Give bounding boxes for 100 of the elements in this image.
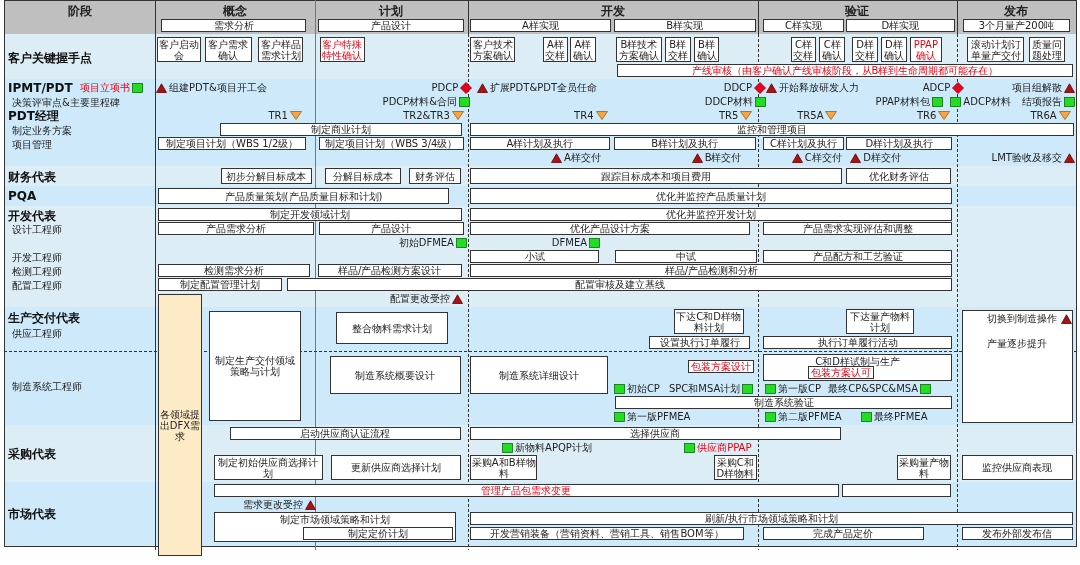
task-label: 管理产品包需求变更 <box>481 485 572 496</box>
milestone-label: PDCP <box>431 82 459 93</box>
task-bar <box>470 188 953 204</box>
task-label: 产品设计 <box>371 223 412 234</box>
task-label: 制造系统详细设计 <box>498 369 579 381</box>
task-label: B样技术方案确认 <box>617 38 660 61</box>
milestone-label: 第一版PFMEA <box>626 411 691 422</box>
requirement-column-bar <box>158 294 202 556</box>
role-label: 检测工程师 <box>12 265 62 279</box>
task-bar <box>470 168 842 184</box>
milestone-label: 初始CP <box>626 383 660 394</box>
milestone-label: 新物料APQP计划 <box>515 442 592 453</box>
task-label: 产线审核（由客户确认产线审核阶段，从B样到生命周期都可能存在） <box>691 65 999 76</box>
task-bar <box>161 19 307 32</box>
task-label: 优化财务评估 <box>868 170 929 182</box>
milestone-label: DDCP材料 <box>704 96 754 107</box>
task-label: 整合物料需求计划 <box>351 322 432 334</box>
task-label: 客户技术方案确认 <box>471 38 514 61</box>
task-label: C样确认 <box>821 38 844 61</box>
task-bar <box>158 222 314 235</box>
task-bar <box>470 137 610 150</box>
task-label: 刷新/执行市场领域策略和计划 <box>704 513 839 524</box>
lane-heading: 生产交付代表 <box>8 310 80 327</box>
lane-heading: 客户关键握手点 <box>8 50 92 67</box>
task-label: 检测需求分析 <box>204 265 265 276</box>
task-bar <box>158 188 449 204</box>
task-label: 优化产品设计方案 <box>570 223 651 234</box>
milestone-label: 开始释放研发人力 <box>779 82 860 93</box>
task-label: 小试 <box>524 251 545 262</box>
role-label: 决策评审点&主要里程碑 <box>12 96 120 110</box>
task-bar <box>470 512 1073 525</box>
task-label: A样实现 <box>522 20 559 31</box>
task-bar <box>762 250 953 263</box>
task-label: 监控和管理项目 <box>737 124 807 135</box>
milestone-label: TR6A <box>1030 110 1057 121</box>
milestone-label: 项目组解散 <box>1011 82 1062 93</box>
milestone-label: TR1 <box>268 110 288 121</box>
phase-heading: 发布 <box>1003 3 1030 20</box>
milestone-label: D样交付 <box>863 152 901 163</box>
milestone-label: 最终PFMEA <box>873 411 928 422</box>
milestone-label: A样交付 <box>564 152 601 163</box>
milestone-label: PPAP材料包 <box>875 96 930 107</box>
task-label: 分解目标成本 <box>333 170 394 182</box>
lane-heading: PQA <box>8 189 37 203</box>
task-bar <box>846 19 955 32</box>
task-bar <box>209 311 301 421</box>
task-label: 财务评估 <box>415 170 455 182</box>
task-bar <box>762 336 953 349</box>
task-bar <box>846 137 953 150</box>
task-label: 产品配方和工艺验证 <box>812 251 903 262</box>
task-bar <box>470 19 611 32</box>
task-bar <box>762 19 844 32</box>
task-label: D样交样 <box>854 38 877 61</box>
milestone-label: TR4 <box>574 110 594 121</box>
task-label: C样计划及执行 <box>769 138 837 149</box>
milestone-label: 需求更改受控 <box>242 499 303 510</box>
task-label: 质量问题处理 <box>1031 38 1064 61</box>
task-label: 制定项目计划（WBS 1/2级） <box>166 138 299 149</box>
role-label: 供应工程师 <box>12 327 62 341</box>
task-label: 监控供应商表现 <box>982 462 1053 473</box>
task-label: 完成产品定价 <box>813 528 874 539</box>
task-label: 客户特殊特性确认 <box>321 38 364 61</box>
task-label: 下达C和D样物料计划 <box>675 310 742 333</box>
task-label: 更新供应商选择计划 <box>350 462 441 473</box>
task-bar <box>219 123 462 136</box>
lane-heading: PDT经理 <box>8 108 59 125</box>
task-bar <box>841 484 952 497</box>
lane-heading: 市场代表 <box>8 506 56 523</box>
task-label: 产品需求实现评估和调整 <box>802 223 913 234</box>
task-label: 包装方案认可 <box>810 367 871 378</box>
milestone-label: PDCP材料&合同 <box>382 96 458 107</box>
task-label: 优化并监控开发计划 <box>666 209 757 220</box>
task-bar <box>762 354 953 381</box>
task-label: 产量逐步提升 <box>986 338 1049 349</box>
task-bar <box>470 356 608 394</box>
lane-heading: 财务代表 <box>8 169 56 186</box>
task-bar <box>962 527 1073 540</box>
task-bar <box>846 168 952 184</box>
phase-heading: 开发 <box>599 3 626 20</box>
task-label: 产品需求分析 <box>205 223 266 234</box>
task-label: 制定配置管理计划 <box>179 279 260 290</box>
role-label: 配置工程师 <box>12 279 62 293</box>
task-label: 配置审核及建立基线 <box>574 279 665 290</box>
task-bar <box>470 250 599 263</box>
milestone-label: 供应商PPAP <box>697 442 752 453</box>
task-label: C样交样 <box>792 38 815 61</box>
task-label: 优化并监控产品质量计划 <box>656 190 767 202</box>
task-label: 客户需求确认 <box>207 38 250 61</box>
milestone-label: 初始DFMEA <box>398 237 454 248</box>
milestone-label: DDCP <box>723 82 753 93</box>
task-label: 客户样品需求计划 <box>259 38 302 61</box>
task-label: B样确认 <box>695 38 718 61</box>
phase-heading: 概念 <box>221 3 248 20</box>
task-label: 切换到制造操作 <box>986 313 1057 324</box>
milestone-label: TR6 <box>916 110 937 121</box>
role-label: 项目管理 <box>12 138 52 152</box>
task-bar <box>470 222 751 235</box>
task-bar <box>213 512 457 542</box>
milestone-label: TR2&TR3 <box>403 110 450 121</box>
task-label: 采购C和D样物料 <box>715 456 756 479</box>
